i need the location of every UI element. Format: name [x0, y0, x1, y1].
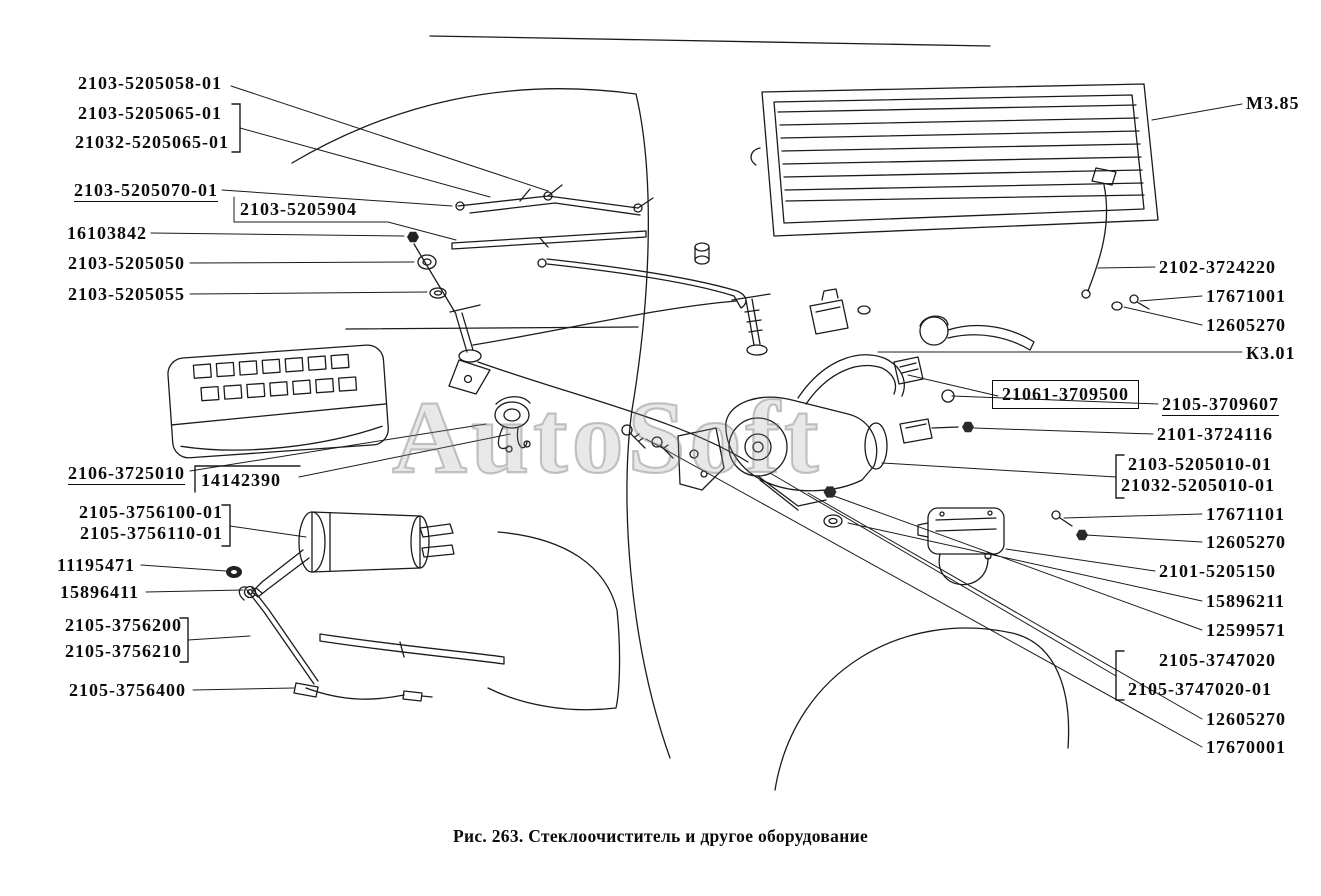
dashboard-vent-drawing	[167, 344, 389, 459]
wiper-motor-drawing	[725, 354, 905, 528]
part-number: 2103-5205065-01	[78, 103, 222, 123]
washer-motor-drawing	[226, 511, 455, 599]
part-number: 21061-3709500	[992, 380, 1139, 409]
part-number: 2105-3756200	[65, 615, 182, 635]
wiper-blade-drawing	[451, 230, 747, 309]
part-number: 15896411	[59, 582, 139, 602]
rear-window-drawing	[750, 83, 1159, 311]
part-number: 2105-3756210	[65, 641, 182, 661]
part-number: 12605270	[1206, 709, 1286, 729]
part-number: 16103842	[67, 223, 147, 243]
relay-drawing	[917, 507, 1088, 586]
part-number: 2103-5205070-01	[74, 180, 218, 202]
body-outline-drawing	[291, 35, 1070, 791]
part-number: 2105-3747020-01	[1128, 679, 1272, 699]
washer-pump-drawing	[494, 396, 531, 453]
part-number: М3.85	[1246, 93, 1300, 113]
part-number: 11195471	[56, 555, 135, 575]
fasteners-bracket-drawing	[621, 424, 725, 491]
part-number: 2103-5205055	[68, 284, 185, 304]
part-number: 2105-3756110-01	[80, 523, 223, 543]
part-number: 17671001	[1206, 286, 1286, 306]
part-number: 2102-3724220	[1159, 257, 1276, 277]
part-number: 2103-5205050	[68, 253, 185, 273]
part-number: 15896211	[1206, 591, 1286, 611]
part-number: К3.01	[1246, 343, 1296, 363]
part-number: 17670001	[1206, 737, 1286, 757]
part-number: 17671101	[1206, 504, 1286, 524]
part-number: 2106-3725010	[68, 463, 185, 485]
part-number: 2105-3756400	[69, 680, 186, 700]
lower-wiper-arm-drawing	[238, 586, 505, 702]
part-number: 2103-5205904	[240, 199, 357, 219]
part-number: 2101-3724116	[1157, 424, 1274, 444]
part-number: 2105-3709607	[1162, 394, 1279, 416]
part-number: 2105-3756100-01	[79, 502, 223, 522]
part-number: 2105-3747020	[1159, 650, 1276, 670]
part-number: 14142390	[201, 470, 281, 490]
switch-clamp-drawing	[809, 288, 1035, 444]
part-number: 2101-5205150	[1159, 561, 1276, 581]
label-brackets	[179, 103, 1125, 701]
part-number: 12599571	[1206, 620, 1286, 640]
part-number: 12605270	[1206, 315, 1286, 335]
part-number: 2103-5205010-01	[1128, 454, 1272, 474]
leader-lines	[140, 85, 1243, 748]
wiper-linkage-drawing	[455, 184, 654, 216]
figure-caption: Рис. 263. Стеклоочиститель и другое обор…	[452, 826, 869, 846]
part-number: 21032-5205010-01	[1121, 475, 1275, 495]
part-number: 21032-5205065-01	[75, 132, 229, 152]
part-number: 2103-5205058-01	[78, 73, 222, 93]
part-number: 12605270	[1206, 532, 1286, 552]
